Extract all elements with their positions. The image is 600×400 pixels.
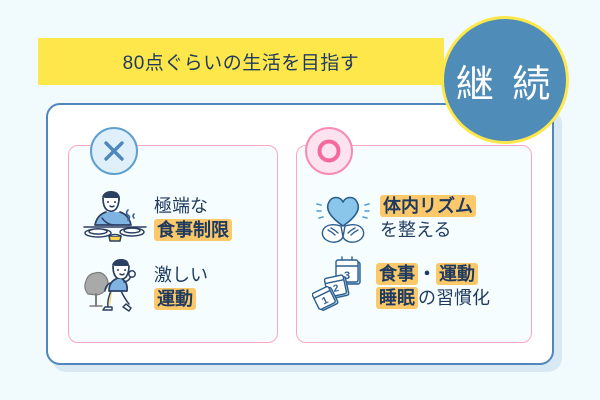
title-banner: 80点ぐらいの生活を目指す [38, 38, 444, 85]
row-habit-formation-label: 食事・運動 睡眠の習慣化 [376, 262, 490, 310]
row-extreme-diet-label: 極端な 食事制限 [154, 196, 232, 241]
row-intense-exercise-label: 激しい 運動 [154, 265, 208, 310]
row-extreme-diet-line2: 食事制限 [154, 218, 232, 242]
page-title: 80点ぐらいの生活を目指す [122, 53, 360, 74]
row-extreme-diet-highlight: 食事制限 [154, 218, 232, 241]
calendar-pages-illustration: 3 2 1 [311, 256, 370, 317]
row-habit-separator: ・ [418, 263, 436, 284]
row-intense-exercise-highlight: 運動 [154, 287, 196, 310]
continuation-badge-text: 継 続 [455, 63, 555, 106]
circle-mark-icon [305, 127, 353, 175]
row-habit-formation-line2: 睡眠の習慣化 [376, 286, 490, 310]
continuation-badge: 継 続 [441, 16, 569, 144]
row-habit-sleep-highlight: 睡眠 [376, 286, 418, 309]
row-body-rhythm-label: 体内リズム を整える [380, 194, 476, 242]
row-body-rhythm-line1: 体内リズム [380, 194, 476, 218]
row-habit-diet-highlight: 食事 [376, 262, 418, 285]
person-running-illustration [82, 256, 148, 319]
row-body-rhythm: 体内リズム を整える [312, 188, 476, 249]
person-eating-illustration [82, 188, 148, 249]
hands-holding-heart-illustration [312, 188, 374, 249]
svg-text:3: 3 [344, 270, 350, 282]
row-intense-exercise-line2: 運動 [154, 287, 208, 311]
row-intense-exercise-line1: 激しい [154, 265, 208, 287]
x-mark-icon [90, 127, 138, 175]
svg-text:2: 2 [332, 283, 340, 295]
row-body-rhythm-line2-text: を整える [380, 219, 452, 240]
row-habit-formation-line1: 食事・運動 [376, 262, 490, 286]
row-body-rhythm-highlight: 体内リズム [380, 194, 476, 217]
row-extreme-diet-line1-text: 極端な [154, 195, 208, 216]
row-body-rhythm-line2: を整える [380, 220, 476, 242]
svg-text:1: 1 [320, 295, 330, 308]
row-intense-exercise: 激しい 運動 [82, 256, 208, 319]
row-habit-exercise-highlight: 運動 [436, 262, 478, 285]
row-intense-exercise-line1-text: 激しい [154, 264, 208, 285]
row-habit-formation-suffix: の習慣化 [418, 287, 490, 308]
row-habit-formation: 3 2 1 [311, 256, 490, 317]
row-extreme-diet: 極端な 食事制限 [82, 188, 232, 249]
row-extreme-diet-line1: 極端な [154, 196, 232, 218]
panel-recommend [296, 145, 532, 343]
